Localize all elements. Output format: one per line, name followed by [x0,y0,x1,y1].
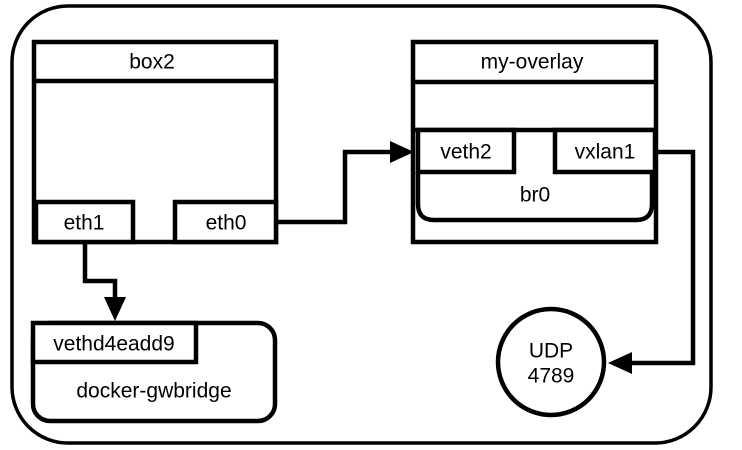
br0-bridge-shape [415,172,655,223]
veth2-label: veth2 [440,141,491,164]
container-box2-title: box2 [129,51,175,74]
udp-4789-node [495,306,607,418]
udp-protocol-label: UDP [529,340,573,363]
eth1-to-gwbridge-connector [82,242,118,301]
eth1-to-gwbridge-arrowhead [104,297,126,321]
eth1-interface-box [33,199,136,245]
vxlan1-interface-box [552,127,658,175]
eth0-label: eth0 [206,212,247,235]
vxlan1-to-udp-connector [630,149,696,366]
udp-port-label: 4789 [528,365,575,388]
eth0-to-veth2-arrowhead [390,141,414,163]
vethd4eadd9-label: vethd4eadd9 [53,333,174,356]
docker-gwbridge-label: docker-gwbridge [76,380,231,403]
overlay-title: my-overlay [481,51,584,74]
eth1-label: eth1 [64,212,105,235]
vxlan1-label: vxlan1 [575,141,636,164]
vethd4eadd9-interface-box [30,320,199,365]
veth2-interface-box [415,127,517,175]
eth0-interface-box [172,199,279,245]
vxlan1-to-udp-arrowhead [608,352,632,374]
br0-label: br0 [520,184,550,207]
eth0-to-veth2-connector [276,149,392,225]
